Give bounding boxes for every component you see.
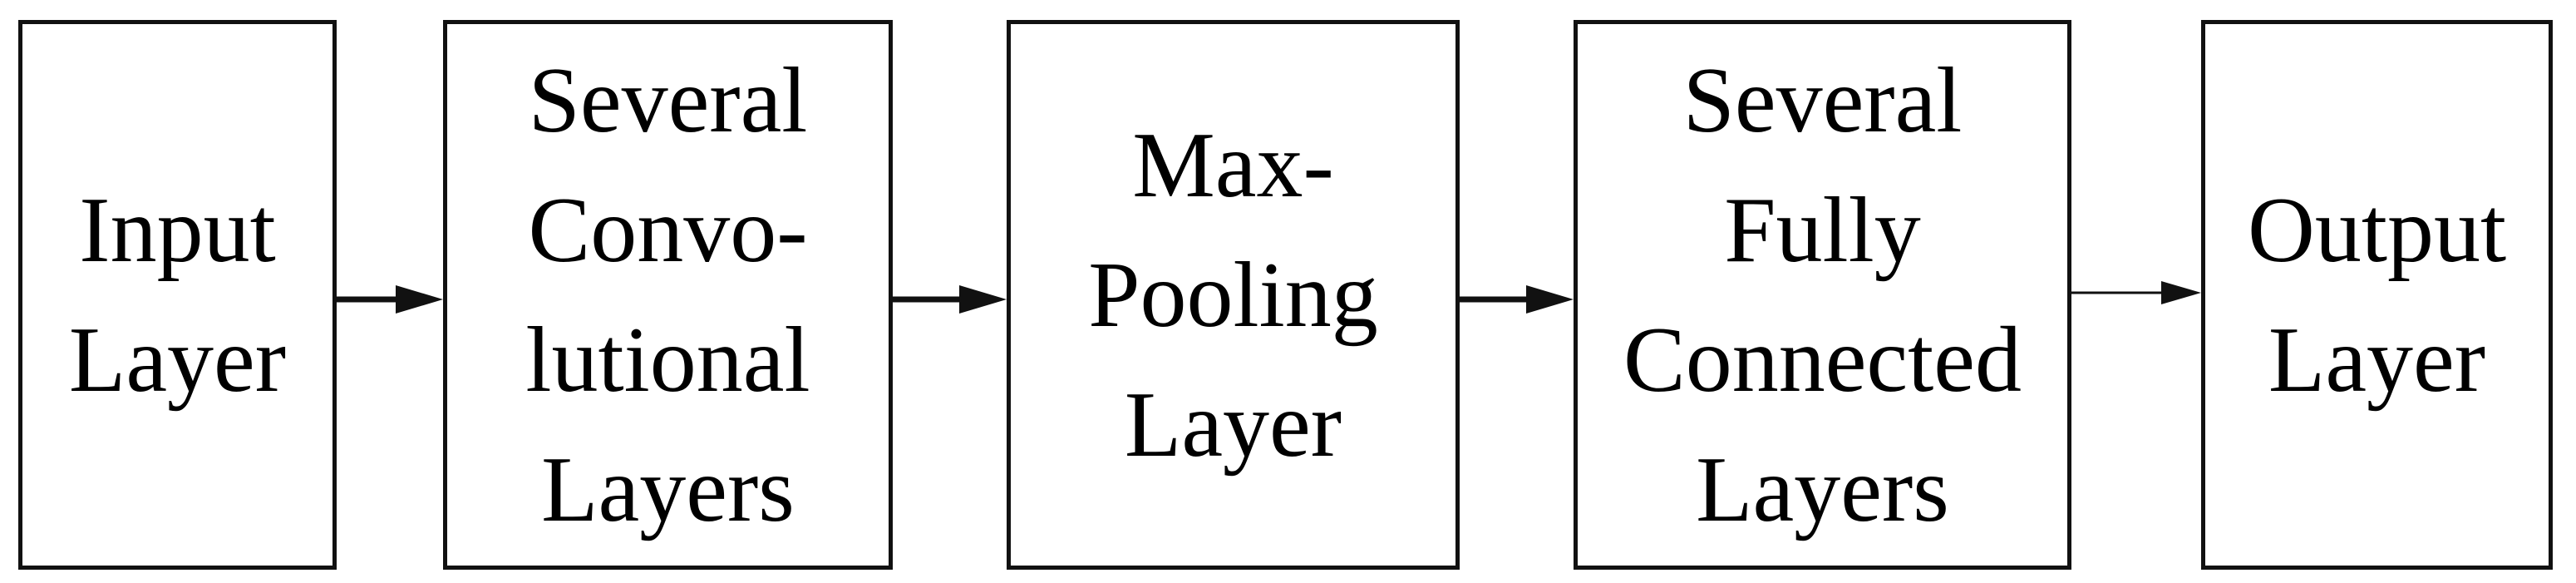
arrow-head — [2161, 281, 2201, 304]
label-line: Input — [79, 178, 276, 282]
output-layer-box: Output Layer — [2201, 20, 2553, 570]
arrow-fully-connected-to-output — [2071, 281, 2201, 304]
input-layer-box: Input Layer — [18, 20, 337, 570]
arrow-convolutional-to-pooling — [893, 285, 1007, 314]
label-line: Layers — [1696, 437, 1949, 541]
arrow-pooling-to-fully-connected — [1460, 285, 1574, 314]
max-pooling-layer-box: Max- Pooling Layer — [1007, 20, 1460, 570]
fully-connected-layers-label: Several Fully Connected Layers — [1623, 36, 2022, 555]
label-line: Layers — [541, 437, 795, 541]
label-line: Pooling — [1088, 243, 1378, 347]
label-line: Convo- — [528, 178, 808, 282]
arrow-head — [959, 285, 1007, 314]
max-pooling-layer-label: Max- Pooling Layer — [1088, 101, 1378, 490]
label-line: Fully — [1724, 178, 1921, 282]
label-line: lutional — [525, 308, 810, 412]
arrow-head — [1526, 285, 1574, 314]
label-line: Output — [2247, 178, 2507, 282]
label-line: Layer — [1124, 373, 1342, 477]
label-line: Several — [1682, 48, 1963, 152]
arrow-head — [396, 285, 443, 314]
output-layer-label: Output Layer — [2248, 166, 2506, 425]
arrow-input-to-convolutional — [337, 285, 443, 314]
label-line: Max- — [1132, 113, 1334, 217]
label-line: Connected — [1623, 308, 2022, 412]
convolutional-layers-label: Several Convo- lutional Layers — [525, 36, 810, 555]
label-line: Layer — [2268, 308, 2486, 412]
convolutional-layers-box: Several Convo- lutional Layers — [443, 20, 893, 570]
input-layer-label: Input Layer — [69, 166, 286, 425]
label-line: Layer — [68, 308, 287, 412]
fully-connected-layers-box: Several Fully Connected Layers — [1574, 20, 2071, 570]
label-line: Several — [528, 48, 808, 152]
